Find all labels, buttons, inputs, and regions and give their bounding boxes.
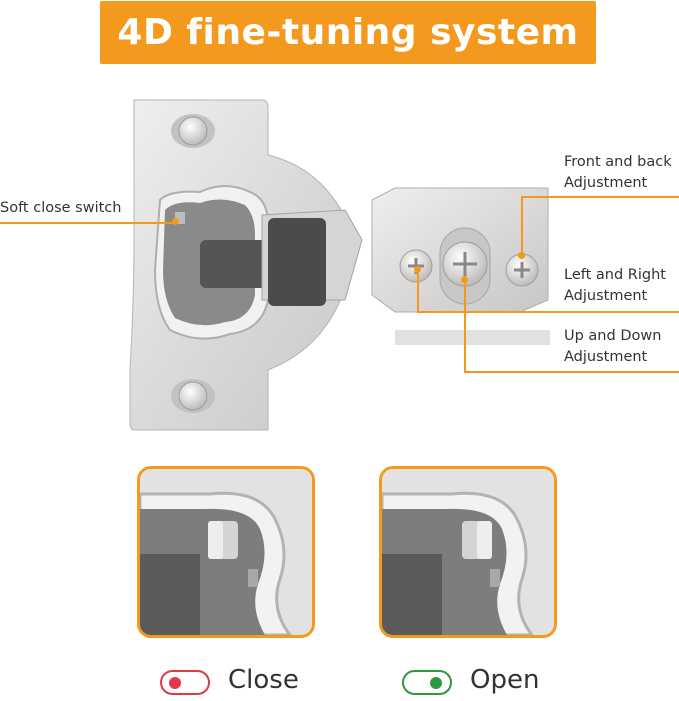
front-back-vline — [521, 196, 523, 254]
close-label: Close — [228, 665, 299, 695]
open-label: Open — [470, 665, 540, 695]
soft-close-dot — [172, 218, 179, 225]
front-back-dot — [518, 252, 525, 259]
close-toggle-knob — [169, 677, 181, 689]
up-down-label-2: Adjustment — [564, 349, 648, 365]
left-right-dot — [414, 266, 421, 273]
close-toggle-icon — [160, 670, 210, 695]
close-detail-image — [137, 466, 315, 638]
open-toggle-icon — [402, 670, 452, 695]
hinge-illustration — [129, 99, 550, 431]
front-back-label-2: Adjustment — [564, 175, 648, 191]
soft-close-line — [0, 222, 174, 224]
up-down-dot — [461, 276, 468, 283]
open-toggle-knob — [430, 677, 442, 689]
front-back-line — [521, 196, 679, 198]
up-down-label-1: Up and Down — [564, 328, 662, 344]
front-back-label-1: Front and back — [564, 154, 672, 170]
title-banner: 4D fine-tuning system — [100, 1, 596, 64]
up-down-line — [464, 371, 679, 373]
soft-close-label: Soft close switch — [0, 200, 122, 216]
up-down-vline — [464, 280, 466, 372]
left-right-label-2: Adjustment — [564, 288, 648, 304]
left-right-label-1: Left and Right — [564, 267, 666, 283]
left-right-line — [417, 311, 679, 313]
title-text: 4D fine-tuning system — [117, 12, 579, 53]
left-right-vline — [417, 270, 419, 312]
open-detail-image — [379, 466, 557, 638]
